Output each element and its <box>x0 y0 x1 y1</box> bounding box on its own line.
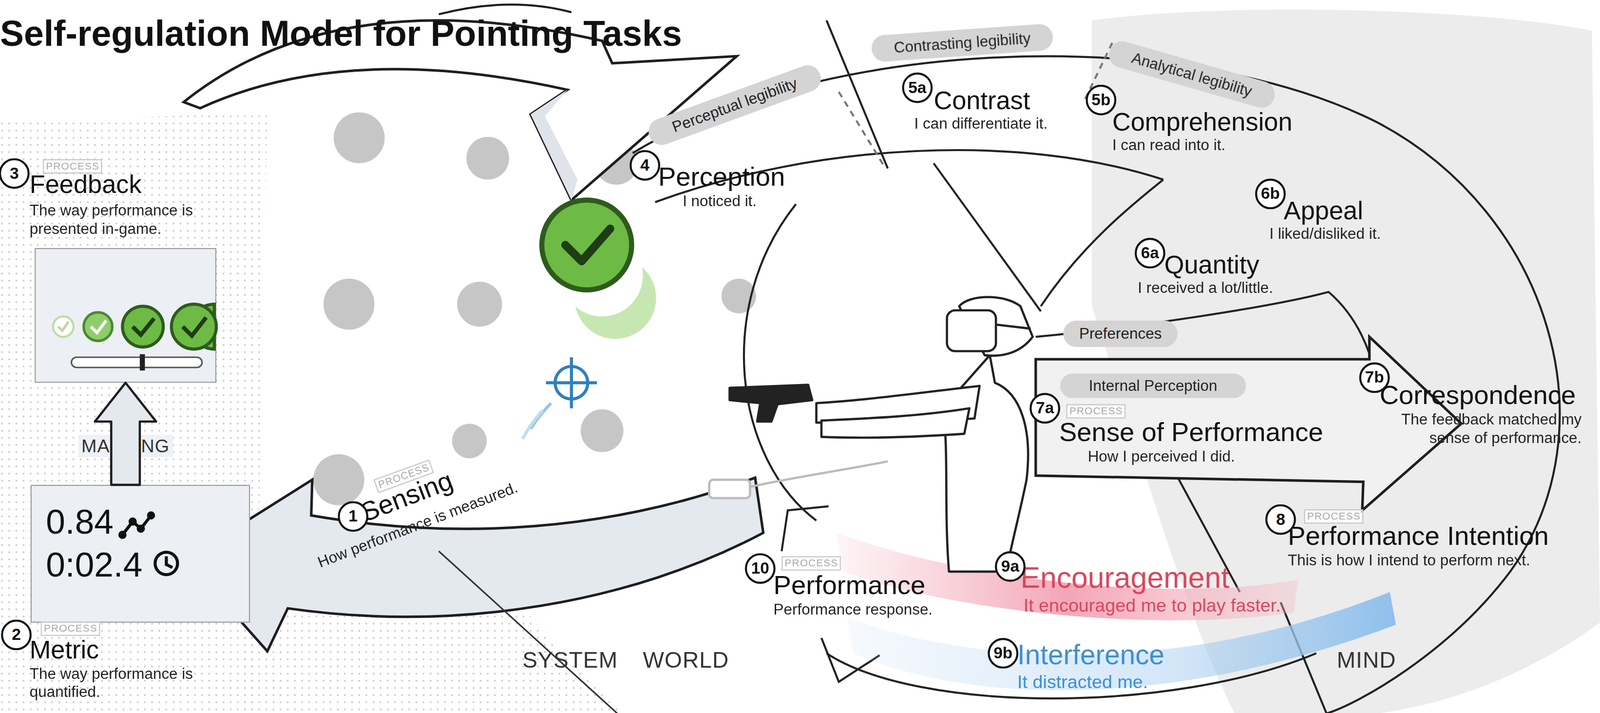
callout-number: 7b <box>1359 362 1391 394</box>
performance-stage: PerformancePerformance response. <box>773 569 999 627</box>
node-heading: Preferences <box>1063 320 1178 347</box>
arc-line <box>438 4 572 15</box>
feedback-box: FeedbackThe way performance is presented… <box>34 247 217 383</box>
node-text: I liked/disliked it. <box>1269 224 1443 244</box>
node-text: It encouraged me to play faster. <box>1020 594 1327 616</box>
callout-number: 4 <box>629 150 661 181</box>
metric-icons <box>119 512 178 575</box>
node-heading: Analytical legibility <box>1105 38 1278 111</box>
callout-number: 8 <box>1265 504 1296 535</box>
node-heading: Feedback <box>29 169 142 199</box>
correspondence-stage: CorrespondenceThe feedback matched my se… <box>1379 379 1582 459</box>
node-heading: Performance <box>773 569 999 601</box>
node-heading: Contrasting legibility <box>870 23 1054 63</box>
perception-pill: Internal Perception <box>1060 373 1246 399</box>
node-heading: Quantity <box>1137 249 1332 279</box>
callout-number: 5a <box>901 72 933 104</box>
node-text: This is how I intend to perform next. <box>1287 551 1594 570</box>
callout-number: 9a <box>994 551 1026 582</box>
node-text: I received a lot/little. <box>1137 278 1332 298</box>
arrow-body <box>95 382 157 485</box>
arrow-shadow <box>530 89 578 200</box>
contrast-stage: ContrastI can differentiate it. <box>914 85 1099 145</box>
legibility-pill: Perceptual legibility <box>644 61 825 149</box>
callout-number: 6b <box>1255 178 1286 210</box>
node-text: It distracted me. <box>1017 671 1253 692</box>
node-text: Performance response. <box>773 600 999 619</box>
feedback-checks <box>53 304 217 371</box>
region-label: SYSTEM <box>522 647 618 674</box>
metric-box: 0.840:02.4MetricThe way performance is q… <box>30 484 250 623</box>
vr-player <box>709 296 1033 572</box>
callout-number: 10 <box>744 552 776 584</box>
node-heading: Comprehension <box>1112 107 1317 136</box>
node-text: The way performance is presented in-game… <box>29 201 214 238</box>
model-arcs <box>632 20 1561 713</box>
node-text: I can differentiate it. <box>914 114 1099 134</box>
node-heading: Internal Perception <box>1060 373 1246 399</box>
node-heading: Appeal <box>1269 195 1443 225</box>
sensing-band: SensingHow performance is measured. <box>272 422 554 604</box>
comprehension-stage: ComprehensionI can read into it. <box>1112 107 1317 165</box>
check-mark <box>541 200 632 290</box>
sense-stage: Sense of PerformanceHow I perceived I di… <box>1059 416 1340 470</box>
node-text: 0:02.4 <box>45 544 143 584</box>
quantity-stage: QuantityI received a lot/little. <box>1137 249 1332 305</box>
appeal-stage: AppealI liked/disliked it. <box>1269 195 1443 251</box>
diagram-title: Self-regulation Model for Pointing Tasks <box>0 12 683 56</box>
mapping-arrow <box>95 382 157 485</box>
process-tag: PROCESS <box>42 159 103 174</box>
node-heading: Perceptual legibility <box>644 61 825 149</box>
node-text: Metric <box>29 634 100 664</box>
node-heading: Performance Intention <box>1287 520 1594 552</box>
node-text: I can read into it. <box>1112 135 1317 155</box>
node-heading: Contrast <box>914 85 1099 115</box>
callout-number: 1 <box>337 500 369 532</box>
region-label: MIND <box>1336 647 1397 674</box>
callout-number: 2 <box>0 619 32 650</box>
process-tag: PROCESS <box>781 555 841 571</box>
node-text: I noticed it. <box>658 191 873 211</box>
check-symbol <box>565 228 610 262</box>
node-heading: Correspondence <box>1379 379 1582 411</box>
node-text: How I perceived I did. <box>1059 446 1340 466</box>
node-heading: Interference <box>1017 639 1253 672</box>
process-tag: PROCESS <box>1066 403 1126 419</box>
callout-number: 9b <box>987 637 1019 669</box>
process-tag: PROCESS <box>1304 509 1364 524</box>
region-label: WORLD <box>642 647 729 674</box>
stipple <box>0 112 268 713</box>
crosshair <box>522 357 597 439</box>
node-text: The way performance is quantified. <box>29 664 224 701</box>
node-heading: Encouragement <box>1020 561 1327 595</box>
encouragement-stage: EncouragementIt encouraged me to play fa… <box>1020 561 1327 625</box>
legibility-pill: Analytical legibility <box>1105 38 1278 111</box>
perception-stage: PerceptionI noticed it. <box>658 161 873 225</box>
dashed-divider <box>838 42 1113 166</box>
node-heading: Sense of Performance <box>1059 416 1340 448</box>
divider-line <box>438 551 618 713</box>
legibility-pill: Contrasting legibility <box>870 23 1054 63</box>
preferences-pill: Preferences <box>1063 320 1178 347</box>
callout-number: 5b <box>1085 84 1117 116</box>
intention-stage: Performance IntentionThis is how I inten… <box>1287 520 1594 578</box>
callout-number: 7a <box>1029 392 1061 424</box>
node-heading: 0.84 <box>45 501 114 541</box>
callout-number: 6a <box>1134 237 1166 269</box>
node-heading: Perception <box>658 161 873 192</box>
process-tag: PROCESS <box>40 621 101 636</box>
node-text: The feedback matched my sense of perform… <box>1379 410 1582 447</box>
interference-stage: InterferenceIt distracted me. <box>1017 639 1253 699</box>
internal-arrow <box>1035 336 1462 511</box>
callout-number: 3 <box>0 158 30 190</box>
